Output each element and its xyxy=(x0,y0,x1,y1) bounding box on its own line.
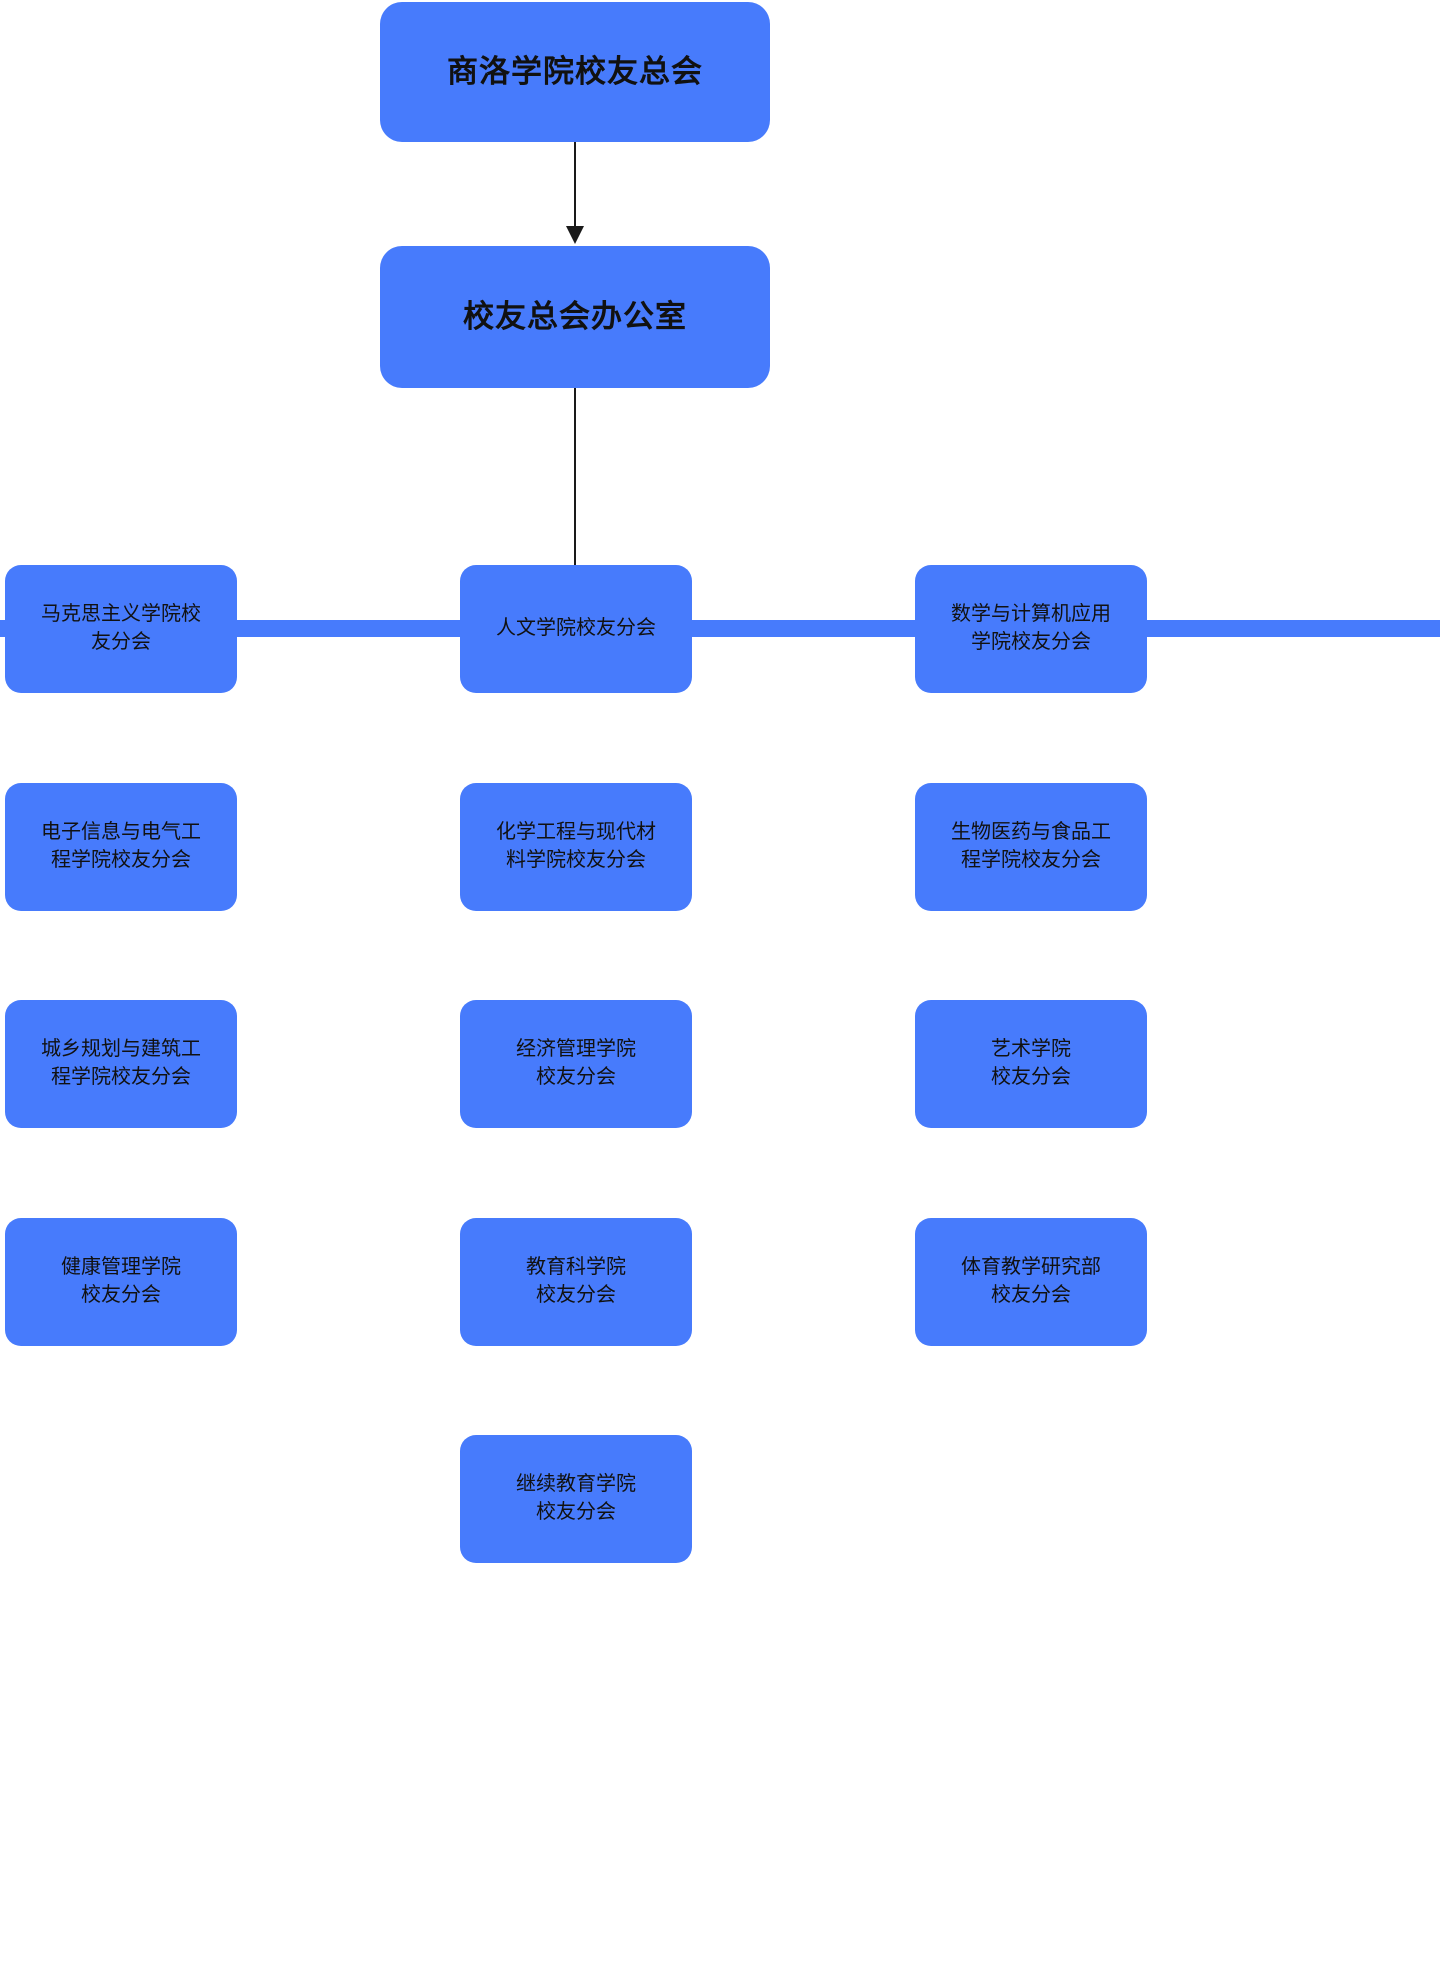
node-department-branch[interactable]: 继续教育学院 校友分会 xyxy=(460,1435,692,1563)
node-department-branch[interactable]: 体育教学研究部 校友分会 xyxy=(915,1218,1147,1346)
node-alumni-office[interactable]: 校友总会办公室 xyxy=(380,246,770,388)
node-department-branch[interactable]: 健康管理学院 校友分会 xyxy=(5,1218,237,1346)
node-department-branch[interactable]: 人文学院校友分会 xyxy=(460,565,692,693)
node-department-branch[interactable]: 城乡规划与建筑工 程学院校友分会 xyxy=(5,1000,237,1128)
node-department-branch[interactable]: 生物医药与食品工 程学院校友分会 xyxy=(915,783,1147,911)
node-department-branch[interactable]: 马克思主义学院校 友分会 xyxy=(5,565,237,693)
node-root-alumni-association[interactable]: 商洛学院校友总会 xyxy=(380,2,770,142)
node-department-branch[interactable]: 教育科学院 校友分会 xyxy=(460,1218,692,1346)
node-department-branch[interactable]: 数学与计算机应用 学院校友分会 xyxy=(915,565,1147,693)
node-department-branch[interactable]: 经济管理学院 校友分会 xyxy=(460,1000,692,1128)
connector-root-to-office xyxy=(574,142,576,228)
node-department-branch[interactable]: 电子信息与电气工 程学院校友分会 xyxy=(5,783,237,911)
arrowhead-root-to-office xyxy=(566,226,584,244)
connector-office-to-branches xyxy=(574,388,576,602)
node-department-branch[interactable]: 化学工程与现代材 料学院校友分会 xyxy=(460,783,692,911)
node-department-branch[interactable]: 艺术学院 校友分会 xyxy=(915,1000,1147,1128)
